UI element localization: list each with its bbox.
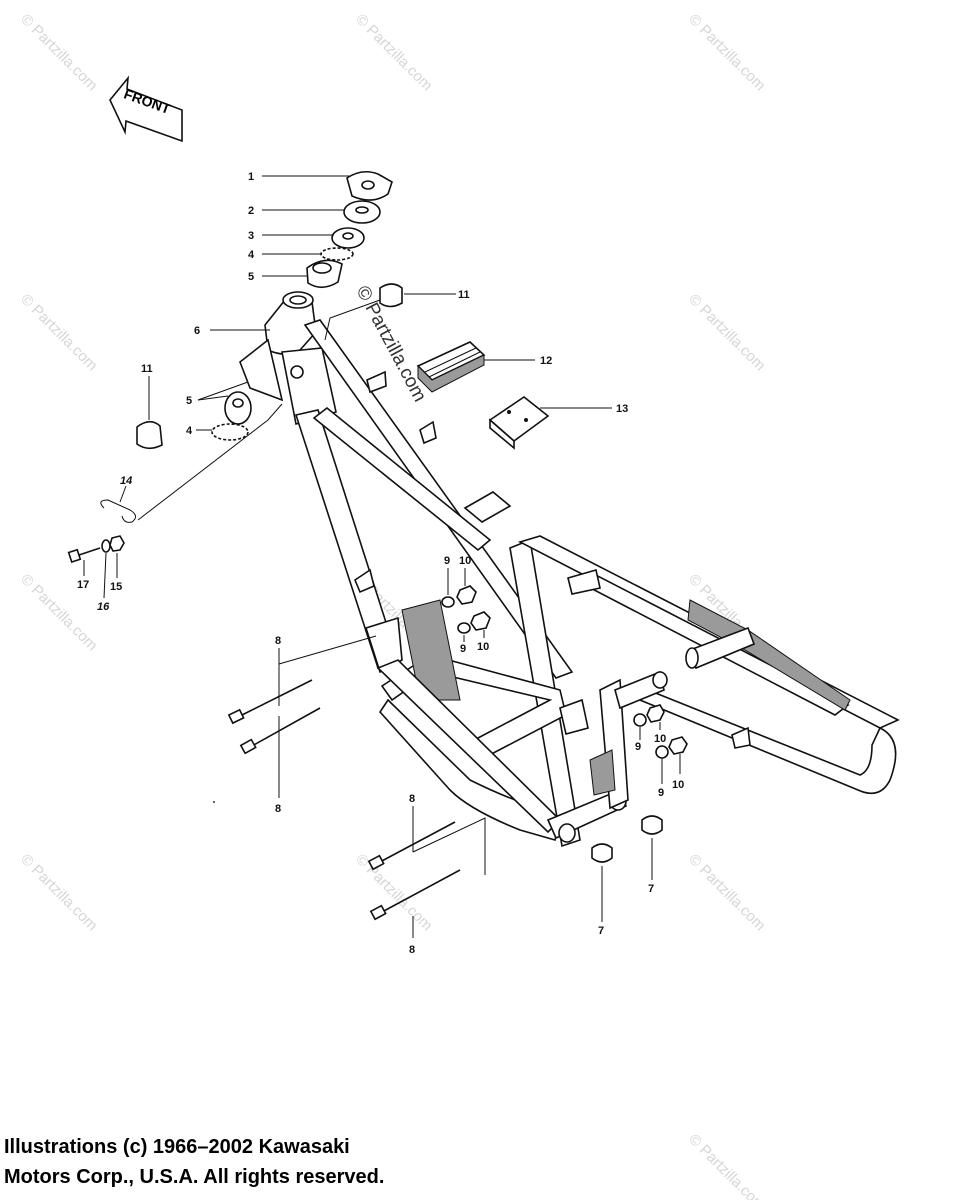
callout-label: 13	[616, 403, 628, 415]
callout-label: 9	[658, 787, 664, 799]
callout-label: 9	[444, 555, 450, 567]
callout-label: 2	[248, 205, 254, 217]
callout-label: 10	[477, 641, 489, 653]
nut-part	[646, 704, 665, 723]
callout-label: 8	[275, 803, 281, 815]
callout-label: 14	[120, 475, 132, 487]
callout-label: 4	[186, 425, 193, 437]
callout-label: 11	[458, 289, 470, 301]
bolt-part	[227, 679, 313, 725]
cap-part-left	[136, 420, 163, 450]
callout-label: 5	[186, 395, 192, 407]
callout-label: 9	[460, 643, 466, 655]
callout-label: 17	[77, 579, 89, 591]
nut-part	[456, 585, 477, 605]
battery-tray-part	[488, 396, 550, 450]
cap-plug-part	[641, 815, 663, 835]
callout-label: 8	[409, 793, 415, 805]
callout-label: 12	[540, 355, 552, 367]
washer-part	[457, 622, 471, 634]
callout-label: 9	[635, 741, 641, 753]
watermark: © Partzilla.com	[17, 851, 100, 934]
lower-bearing-parts	[136, 391, 252, 450]
watermark: © Partzilla.com	[685, 1131, 768, 1200]
callout-label: 3	[248, 230, 254, 242]
bolt-part	[369, 869, 461, 921]
watermark: © Partzilla.com	[17, 291, 100, 374]
washer-part	[633, 713, 647, 727]
callout-label: 5	[248, 271, 254, 283]
leader-lines	[83, 175, 681, 938]
watermark: © Partzilla.com	[685, 291, 768, 374]
callout-label: 1	[248, 171, 254, 183]
callout-label: 8	[275, 635, 281, 647]
bolt-part	[367, 821, 456, 871]
nut-part	[668, 736, 688, 755]
nut-part	[470, 611, 491, 631]
watermark: © Partzilla.com	[17, 11, 100, 94]
hardware-parts	[67, 499, 688, 921]
small-nut-part	[109, 535, 125, 552]
callout-label: 15	[110, 581, 122, 593]
callout-label: 10	[654, 733, 666, 745]
copyright-line-2: Motors Corp., U.S.A. All rights reserved…	[4, 1166, 385, 1188]
washer-part	[655, 745, 669, 759]
callout-label: 11	[141, 363, 153, 375]
rectifier-part	[416, 341, 486, 393]
callout-labels: 1 2 3 4 5 6 11 12 13 11 5 4 14 17 16 15 …	[77, 171, 684, 956]
callout-label: 7	[598, 925, 604, 937]
callout-label: 7	[648, 883, 654, 895]
watermark: © Partzilla.com	[352, 11, 435, 94]
steering-stem-parts	[306, 170, 393, 289]
cap-plug-part	[591, 843, 613, 863]
small-bolt-part	[67, 548, 82, 563]
ball-bearing-left-part	[211, 423, 249, 441]
watermark: © Partzilla.com	[352, 851, 435, 934]
copyright-line-1: Illustrations (c) 1966–2002 Kawasaki	[4, 1136, 350, 1158]
main-frame-part	[239, 291, 900, 848]
callout-label: 16	[97, 601, 110, 613]
callout-label: 4	[248, 249, 255, 261]
cable-clip-part	[100, 499, 136, 523]
ball-bearing-part	[320, 247, 354, 261]
callout-label: 10	[459, 555, 471, 567]
callout-label: 8	[409, 944, 415, 956]
bolt-part	[239, 707, 321, 755]
lock-washer-part	[101, 539, 111, 553]
bearing-race-left-part	[224, 391, 252, 425]
watermark: © Partzilla.com	[685, 851, 768, 934]
copyright-notice: Illustrations (c) 1966–2002 Kawasaki Mot…	[4, 1132, 604, 1192]
cap-part-right	[379, 283, 403, 308]
callout-label: 10	[672, 779, 684, 791]
washer-part	[441, 596, 455, 608]
front-arrow-icon: FRONT	[109, 75, 183, 143]
watermark: © Partzilla.com	[685, 11, 768, 94]
callout-label: 6	[194, 325, 200, 337]
